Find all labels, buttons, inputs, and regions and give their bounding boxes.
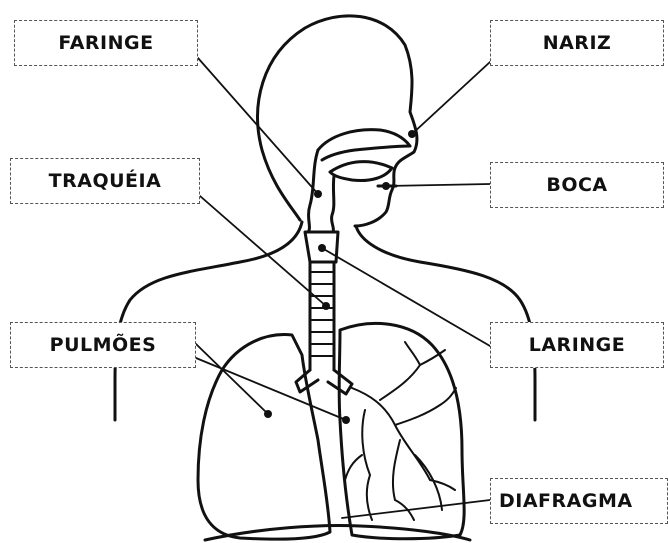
label-pulmoes: PULMÕES [10, 322, 196, 368]
label-traqueia-text: TRAQUÉIA [49, 170, 162, 192]
trachea-rings [310, 272, 334, 356]
right-lung [339, 323, 464, 538]
label-pulmoes-text: PULMÕES [50, 334, 157, 356]
head-outline [258, 16, 417, 226]
bronchial-tree [345, 342, 456, 520]
label-laringe-text: LARINGE [529, 334, 626, 356]
label-nariz: NARIZ [490, 20, 664, 66]
label-faringe: FARINGE [14, 20, 198, 66]
label-diafragma-text: DIAFRAGMA [499, 490, 633, 512]
label-nariz-text: NARIZ [543, 32, 612, 54]
label-laringe: LARINGE [490, 322, 664, 368]
label-boca-text: BOCA [546, 174, 607, 196]
label-traqueia: TRAQUÉIA [10, 158, 200, 204]
label-faringe-text: FARINGE [58, 32, 153, 54]
label-diafragma: DIAFRAGMA [490, 478, 668, 524]
label-boca: BOCA [490, 162, 664, 208]
oral-cavity [330, 162, 392, 181]
pharynx [308, 150, 334, 232]
nasal-cavity [318, 130, 410, 160]
